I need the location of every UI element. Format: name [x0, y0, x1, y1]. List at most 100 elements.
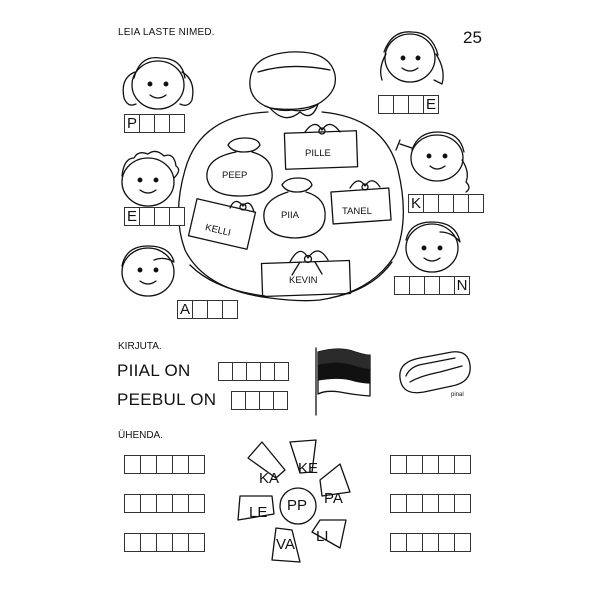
- letter-cell[interactable]: [156, 455, 173, 474]
- letter-cell[interactable]: [140, 494, 157, 513]
- letter-cell[interactable]: [438, 494, 455, 513]
- tag-tanel: TANEL: [342, 206, 372, 217]
- letter-cell[interactable]: [140, 455, 157, 474]
- write-boxes-line-1[interactable]: [218, 362, 289, 381]
- match-boxes-left-1[interactable]: [124, 455, 205, 474]
- letter-cell[interactable]: [259, 391, 274, 410]
- pencil-case-caption: pinal: [451, 392, 464, 398]
- name-boxes-girl-top-right[interactable]: E: [378, 95, 439, 114]
- letter-cell[interactable]: K: [408, 194, 424, 213]
- boy-face-curly: [121, 150, 180, 207]
- fan-syllable-ka: KA: [259, 470, 280, 487]
- letter-cell[interactable]: [378, 95, 394, 114]
- letter-cell[interactable]: [439, 276, 455, 295]
- letter-cell[interactable]: [454, 533, 471, 552]
- letter-cell[interactable]: [172, 533, 189, 552]
- letter-cell[interactable]: [172, 455, 189, 474]
- match-boxes-left-3[interactable]: [124, 533, 205, 552]
- name-boxes-girl-braids[interactable]: K: [408, 194, 484, 213]
- pencil-case-drawing: [399, 351, 471, 394]
- letter-cell[interactable]: [468, 194, 484, 213]
- fan-syllable-ke: KE: [298, 460, 319, 477]
- tag-kevin: KEVIN: [289, 275, 318, 286]
- letter-cell[interactable]: [454, 494, 471, 513]
- letter-cell[interactable]: [406, 455, 423, 474]
- big-bag-drawing: [177, 51, 404, 302]
- name-boxes-boy-bottom-left[interactable]: A: [177, 300, 238, 319]
- letter-cell[interactable]: [422, 455, 439, 474]
- letter-cell[interactable]: [423, 194, 439, 213]
- letter-cell[interactable]: [188, 455, 205, 474]
- letter-cell[interactable]: [422, 533, 439, 552]
- letter-cell[interactable]: [438, 455, 455, 474]
- letter-cell[interactable]: [393, 95, 409, 114]
- letter-cell[interactable]: [394, 276, 410, 295]
- syllable-fan-drawing: [237, 439, 351, 563]
- page-number: 25: [463, 28, 482, 47]
- letter-cell[interactable]: [260, 362, 275, 381]
- name-boxes-girl-top-left[interactable]: P: [124, 114, 185, 133]
- letter-cell[interactable]: [124, 533, 141, 552]
- letter-cell[interactable]: [408, 95, 424, 114]
- letter-cell[interactable]: N: [454, 276, 470, 295]
- write-line-2: PEEBUL ON: [117, 390, 217, 409]
- fan-syllable-le: LE: [249, 504, 268, 521]
- letter-cell[interactable]: [172, 494, 189, 513]
- match-boxes-left-2[interactable]: [124, 494, 205, 513]
- letter-cell[interactable]: [454, 455, 471, 474]
- letter-cell[interactable]: [232, 362, 247, 381]
- letter-cell[interactable]: P: [124, 114, 140, 133]
- write-boxes-line-2[interactable]: [231, 391, 288, 410]
- letter-cell[interactable]: [438, 533, 455, 552]
- letter-cell[interactable]: [218, 362, 233, 381]
- letter-cell[interactable]: [169, 207, 185, 226]
- letter-cell[interactable]: [222, 300, 238, 319]
- letter-cell[interactable]: [139, 114, 155, 133]
- letter-cell[interactable]: [406, 494, 423, 513]
- letter-cell[interactable]: [231, 391, 246, 410]
- letter-cell[interactable]: [139, 207, 155, 226]
- letter-cell[interactable]: [390, 494, 407, 513]
- letter-cell[interactable]: [246, 362, 261, 381]
- fan-syllable-pa: PA: [324, 490, 343, 507]
- match-boxes-right-3[interactable]: [390, 533, 471, 552]
- letter-cell[interactable]: [274, 362, 289, 381]
- letter-cell[interactable]: [192, 300, 208, 319]
- letter-cell[interactable]: [140, 533, 157, 552]
- letter-cell[interactable]: [422, 494, 439, 513]
- letter-cell[interactable]: [207, 300, 223, 319]
- letter-cell[interactable]: [154, 114, 170, 133]
- fan-center-syllable: PP: [287, 497, 308, 514]
- small-pouch-peep: [206, 137, 273, 197]
- letter-cell[interactable]: [154, 207, 170, 226]
- letter-cell[interactable]: [406, 533, 423, 552]
- letter-cell[interactable]: E: [124, 207, 140, 226]
- letter-cell[interactable]: [453, 194, 469, 213]
- small-pouch-piia: [263, 177, 326, 239]
- match-boxes-right-1[interactable]: [390, 455, 471, 474]
- name-boxes-boy-curly[interactable]: E: [124, 207, 185, 226]
- letter-cell[interactable]: [424, 276, 440, 295]
- letter-cell[interactable]: [390, 455, 407, 474]
- letter-cell[interactable]: [124, 494, 141, 513]
- letter-cell[interactable]: E: [423, 95, 439, 114]
- letter-cell[interactable]: [188, 494, 205, 513]
- write-section-label: KIRJUTA.: [118, 341, 162, 352]
- letter-cell[interactable]: [273, 391, 288, 410]
- letter-cell[interactable]: [124, 455, 141, 474]
- letter-cell[interactable]: [188, 533, 205, 552]
- letter-cell[interactable]: [245, 391, 260, 410]
- instruction-title: LEIA LASTE NIMED.: [118, 27, 215, 38]
- tag-pille: PILLE: [305, 148, 331, 159]
- letter-cell[interactable]: [390, 533, 407, 552]
- letter-cell[interactable]: [409, 276, 425, 295]
- letter-cell[interactable]: [156, 494, 173, 513]
- letter-cell[interactable]: [169, 114, 185, 133]
- letter-cell[interactable]: [156, 533, 173, 552]
- letter-cell[interactable]: A: [177, 300, 193, 319]
- match-boxes-right-2[interactable]: [390, 494, 471, 513]
- letter-cell[interactable]: [438, 194, 454, 213]
- name-boxes-boy-bottom-right[interactable]: N: [394, 276, 470, 295]
- girl-face-top-left: [122, 57, 194, 110]
